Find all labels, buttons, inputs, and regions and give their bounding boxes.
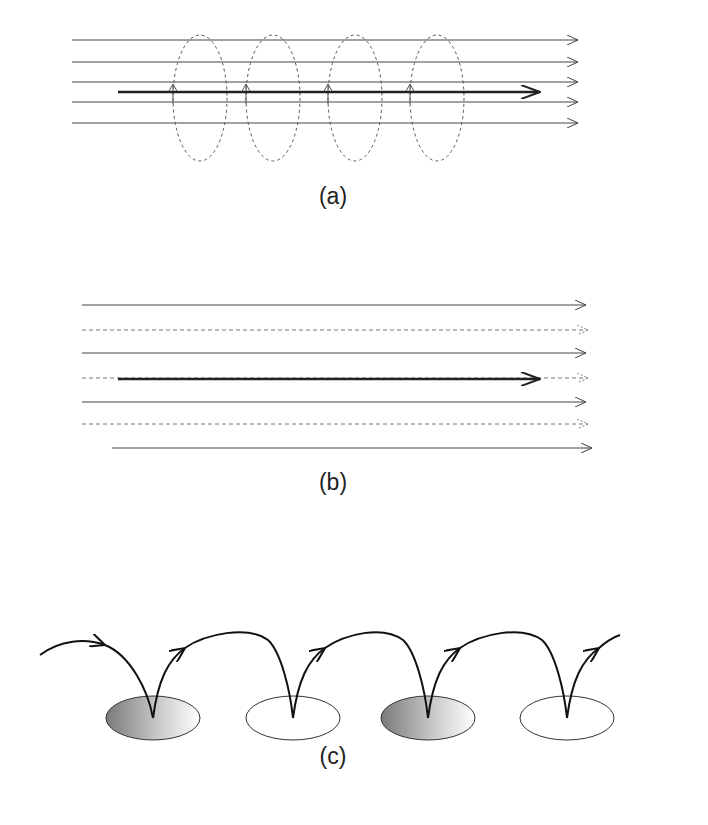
dashed-field-line [82, 330, 588, 331]
dashed-loop [410, 35, 464, 161]
dashed-loop [246, 35, 300, 161]
field-line [82, 305, 586, 306]
loop-arrow [246, 84, 247, 104]
panel-a-loops [173, 35, 464, 161]
field-line [72, 40, 578, 41]
main-arrow [118, 378, 540, 381]
field-line [82, 402, 586, 403]
field-line [72, 62, 578, 63]
field-line [72, 123, 578, 124]
hop-path [428, 648, 460, 718]
loop-arrow [410, 84, 411, 104]
dashed-field-line [82, 424, 588, 425]
hop-path [40, 641, 105, 655]
panel-c-hops [40, 632, 620, 718]
panel-c-sites [106, 696, 614, 740]
panel-label: (a) [319, 183, 347, 210]
field-line [72, 82, 578, 83]
panel-a-field-lines [72, 40, 578, 123]
dashed-loop [173, 35, 227, 161]
hop-path [185, 632, 293, 718]
panel-label: (b) [319, 469, 347, 496]
hop-path [567, 648, 599, 718]
hop-path [105, 645, 153, 718]
dashed-field-line [82, 378, 588, 379]
loop-arrow [173, 84, 174, 104]
field-line [112, 448, 592, 449]
panel-b-field-lines [82, 305, 592, 448]
field-line [72, 102, 578, 103]
hop-path [293, 648, 325, 718]
field-line [82, 353, 586, 354]
dashed-loop [328, 35, 382, 161]
panel-label: (c) [320, 743, 347, 770]
hop-path [325, 632, 428, 718]
hop-path [460, 632, 567, 718]
main-arrow [118, 91, 540, 94]
hop-path [153, 648, 185, 718]
panel-a-loop-arrows [173, 84, 410, 104]
loop-arrow [328, 84, 329, 104]
hop-path [599, 635, 620, 648]
